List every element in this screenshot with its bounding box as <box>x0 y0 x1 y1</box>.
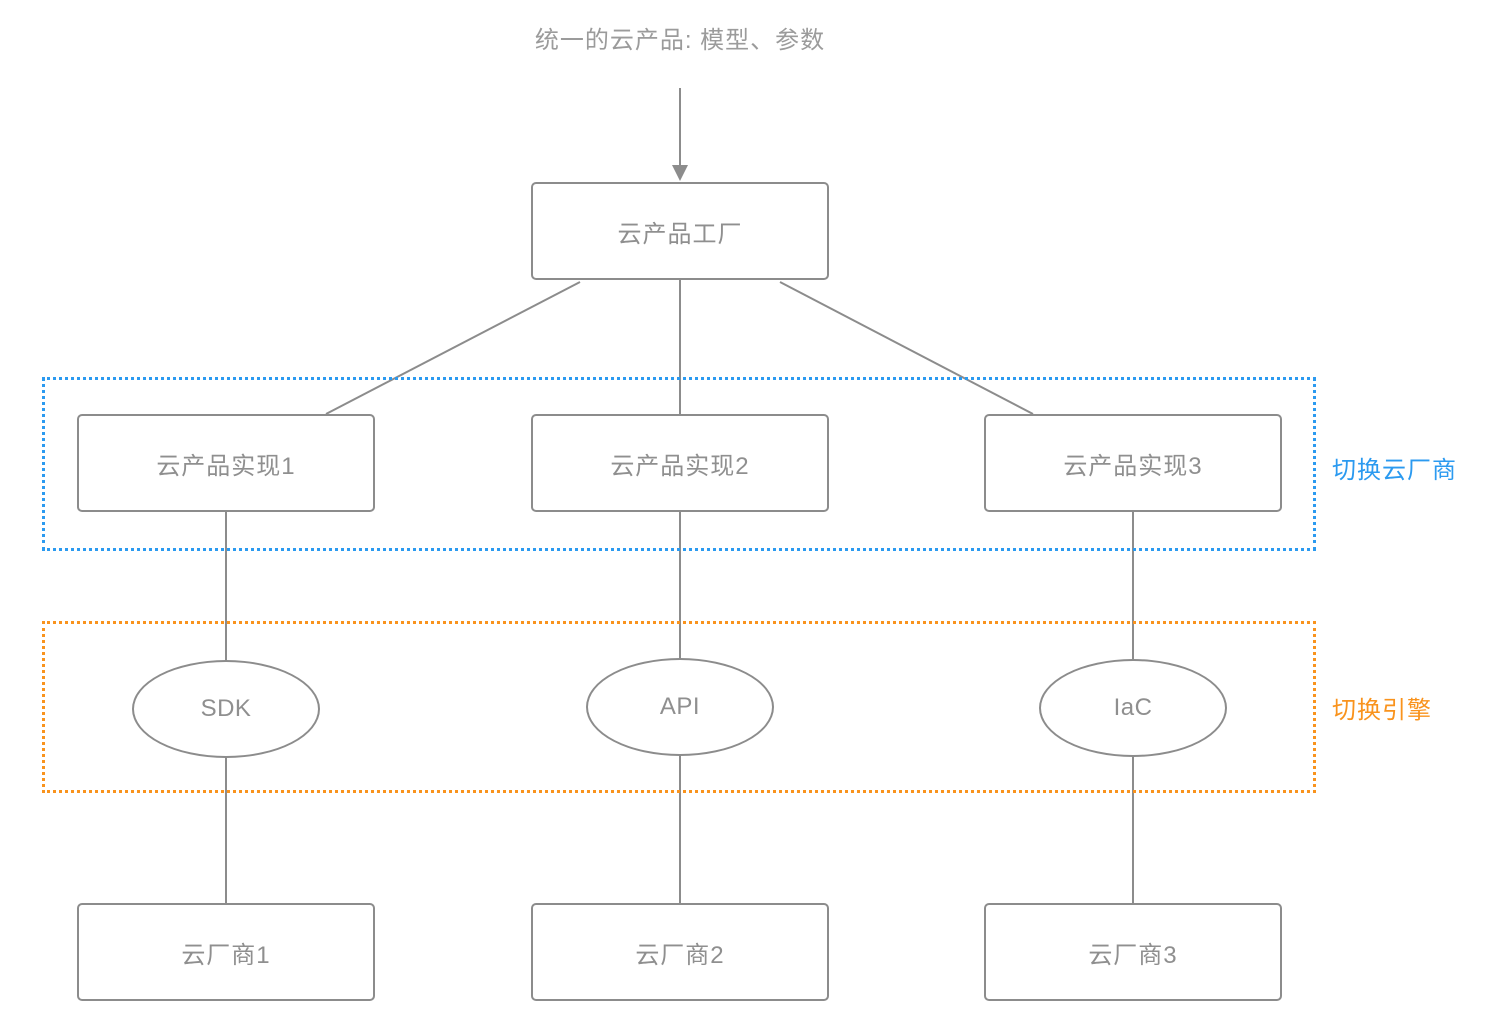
node-cloud-product-impl-3: 云产品实现3 <box>984 414 1282 512</box>
node-cloud-vendor-1: 云厂商1 <box>77 903 375 1001</box>
node-cloud-vendor-3: 云厂商3 <box>984 903 1282 1001</box>
node-cloud-product-factory: 云产品工厂 <box>531 182 829 280</box>
node-engine-iac: IaC <box>1039 659 1227 757</box>
node-engine-sdk: SDK <box>132 660 320 758</box>
node-cloud-product-impl-2: 云产品实现2 <box>531 414 829 512</box>
arrowhead-down-icon <box>672 165 688 181</box>
node-cloud-vendor-2: 云厂商2 <box>531 903 829 1001</box>
engine-switch-group-frame <box>42 621 1316 793</box>
vendor-switch-group-frame <box>42 377 1316 551</box>
edge-factory-impl1 <box>325 281 581 415</box>
node-engine-api: API <box>586 658 774 756</box>
vendor-switch-group-label: 切换云厂商 <box>1332 457 1457 484</box>
node-cloud-product-impl-1: 云产品实现1 <box>77 414 375 512</box>
engine-switch-group-label: 切换引擎 <box>1332 697 1432 724</box>
edge-factory-impl3 <box>779 281 1034 415</box>
diagram-title: 统一的云产品: 模型、参数 <box>534 27 826 54</box>
